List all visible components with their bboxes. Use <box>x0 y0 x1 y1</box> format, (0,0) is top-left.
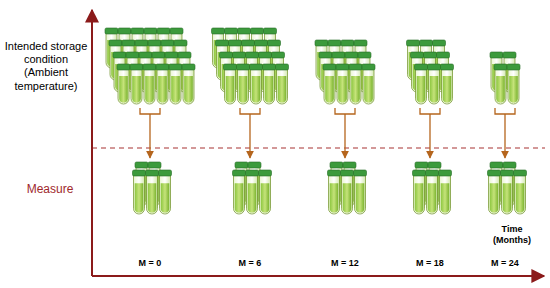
test-tube <box>143 64 156 104</box>
x-axis <box>92 275 544 277</box>
y-axis <box>91 10 93 276</box>
time-point: M = 6 <box>225 258 275 269</box>
measure-label: Measure <box>14 182 86 196</box>
bracket <box>420 108 440 114</box>
test-tube <box>182 64 195 104</box>
test-tube <box>362 64 375 104</box>
sampling-arrow <box>149 114 150 158</box>
test-tube <box>341 170 354 214</box>
bracket <box>240 108 260 114</box>
test-tube <box>415 64 428 104</box>
test-tube <box>237 64 250 104</box>
time-point: M = 18 <box>405 258 455 269</box>
sampling-arrow <box>249 114 250 158</box>
test-tube <box>246 170 259 214</box>
test-tube <box>224 64 237 104</box>
test-tube <box>259 170 272 214</box>
test-tube <box>336 64 349 104</box>
test-tube <box>488 170 501 214</box>
test-tube <box>501 170 514 214</box>
sampling-arrow <box>504 114 505 158</box>
test-tube <box>263 64 276 104</box>
test-tube <box>133 170 146 214</box>
test-tube <box>130 64 143 104</box>
bracket <box>335 108 355 114</box>
test-tube <box>233 170 246 214</box>
test-tube <box>159 170 172 214</box>
bracket <box>495 108 515 114</box>
test-tube <box>514 170 527 214</box>
bracket <box>140 108 160 114</box>
test-tube <box>328 170 341 214</box>
test-tube <box>169 64 182 104</box>
test-tube <box>441 64 454 104</box>
axis-title: Time (Months) <box>486 224 538 246</box>
test-tube <box>156 64 169 104</box>
divider-line <box>92 147 545 148</box>
time-point: M = 0 <box>125 258 175 269</box>
test-tube <box>507 64 520 104</box>
test-tube <box>354 170 367 214</box>
test-tube <box>428 64 441 104</box>
time-point: M = 24 <box>480 258 530 269</box>
test-tube <box>494 64 507 104</box>
test-tube <box>413 170 426 214</box>
test-tube <box>276 64 289 104</box>
test-tube <box>323 64 336 104</box>
sampling-arrow <box>429 114 430 158</box>
test-tube <box>250 64 263 104</box>
condition-label: Intended storage condition (Ambient temp… <box>3 40 89 93</box>
test-tube <box>117 64 130 104</box>
sampling-arrow <box>344 114 345 158</box>
test-tube <box>426 170 439 214</box>
test-tube <box>146 170 159 214</box>
time-point: M = 12 <box>320 258 370 269</box>
test-tube <box>439 170 452 214</box>
test-tube <box>349 64 362 104</box>
